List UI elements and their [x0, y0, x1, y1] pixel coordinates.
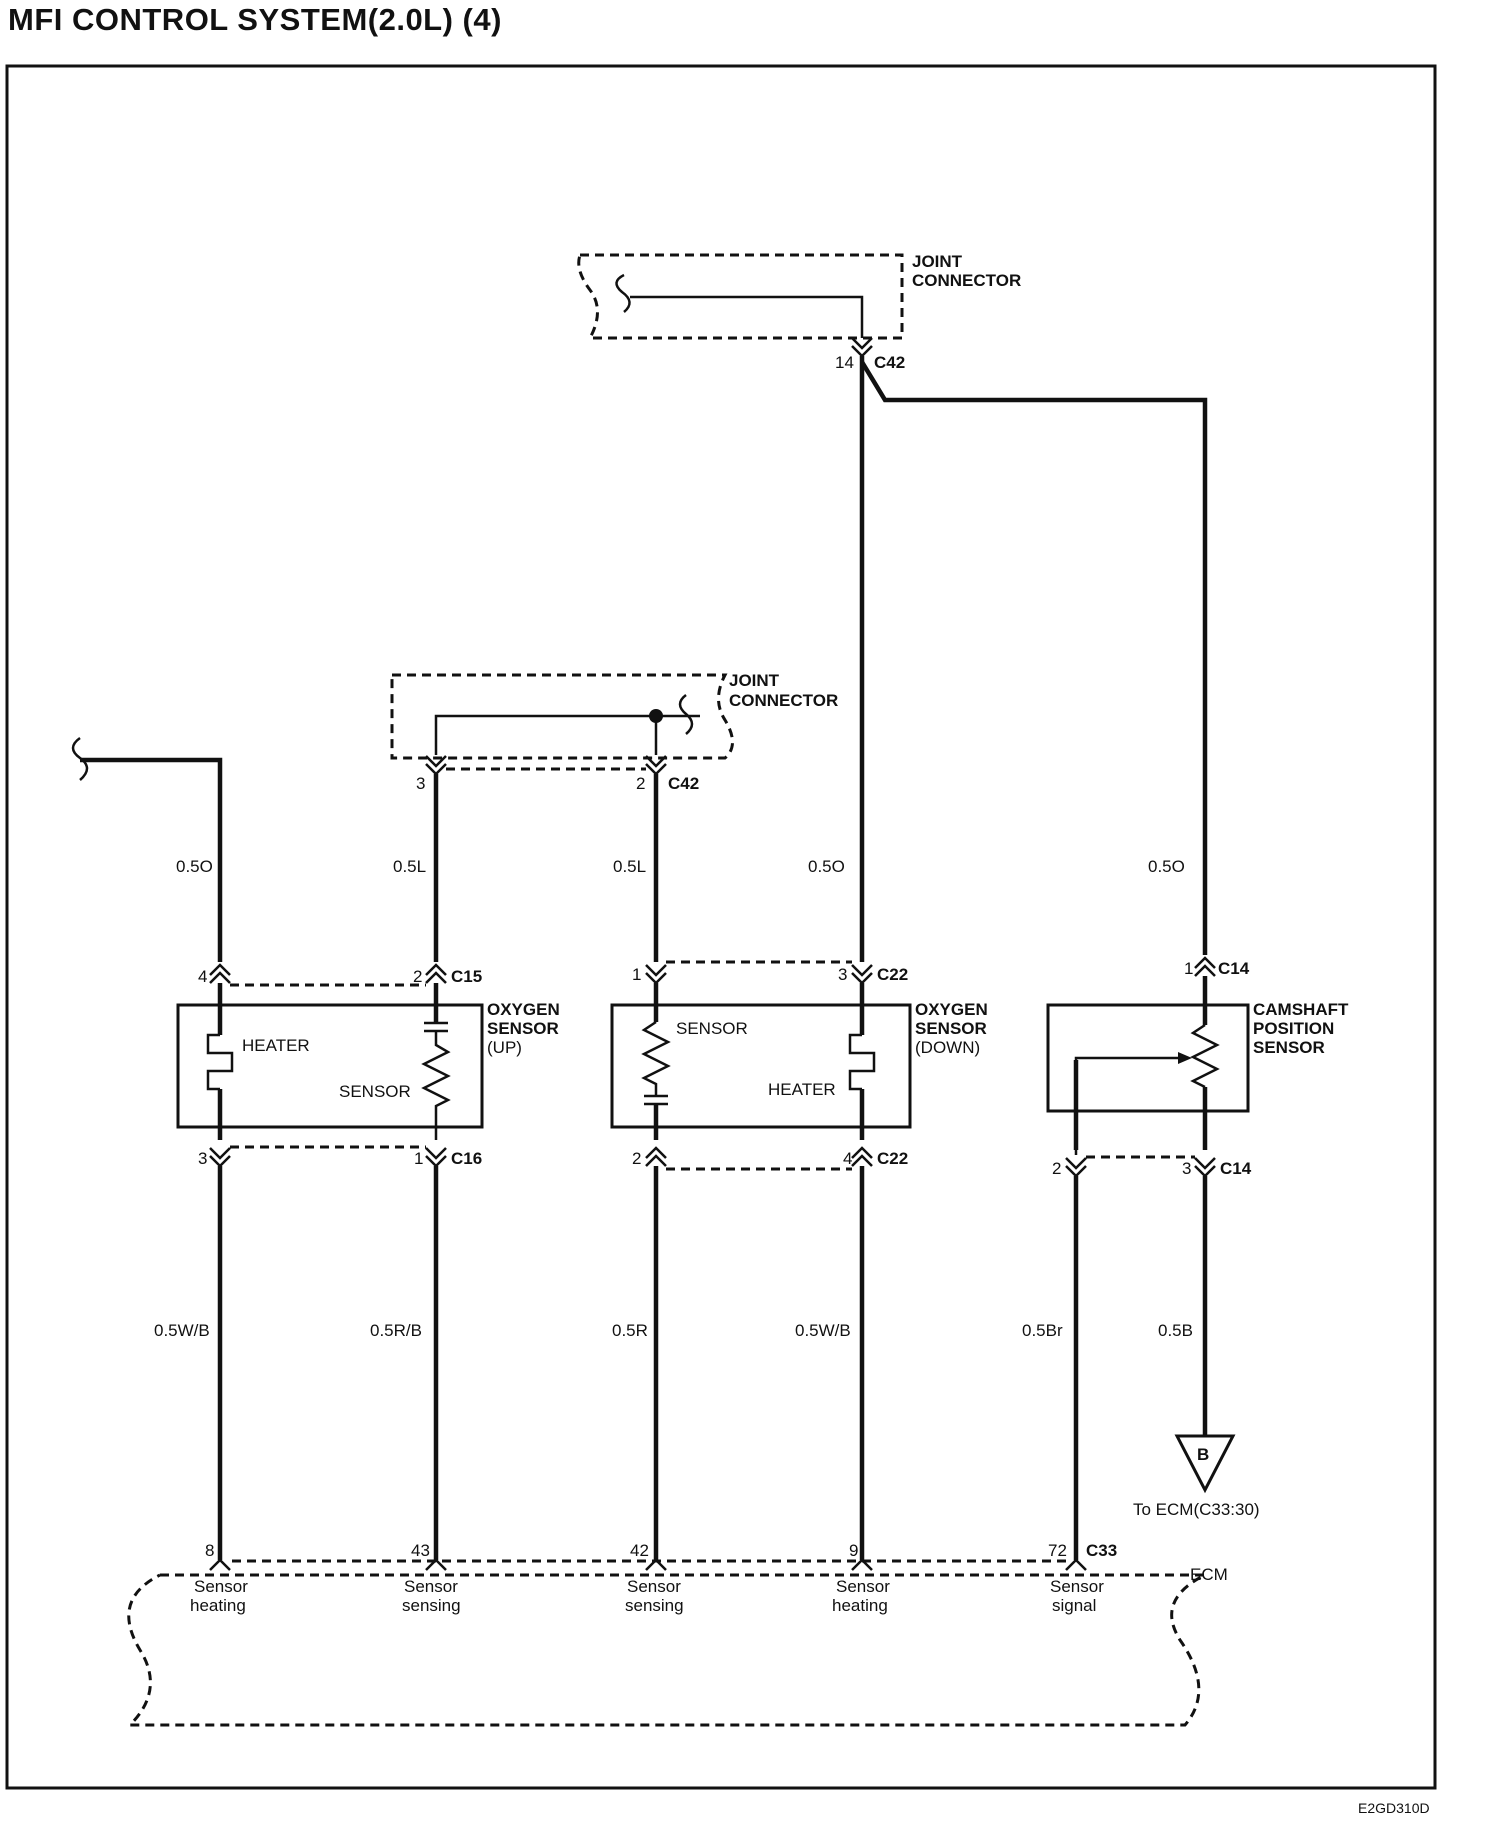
wire-label-lower-6: 0.5B [1158, 1321, 1193, 1340]
o2-up-top-pin-left: 4 [198, 967, 207, 986]
wire-label-lower-1: 0.5W/B [154, 1321, 210, 1340]
camshaft-position-sensor: 1 C14 CAMSHAFT POSITION SENSOR 2 3 C14 [1046, 956, 1349, 1178]
o2-down-label-1: OXYGEN [915, 1000, 988, 1019]
o2-up-label-1: OXYGEN [487, 1000, 560, 1019]
joint-connector-top-label-1: JOINT [912, 252, 963, 271]
o2-down-bottom-connector: C22 [877, 1149, 908, 1168]
joint-connector-mid: JOINT CONNECTOR 3 2 C42 [390, 671, 838, 793]
o2-down-bottom-pin-right: 4 [843, 1149, 852, 1168]
diagram-frame [5, 64, 1437, 1790]
o2-up-heater-label: HEATER [242, 1036, 310, 1055]
wire-label-upper-5: 0.5O [1148, 857, 1185, 876]
cam-top-connector: C14 [1218, 959, 1250, 978]
ecm-block: ECM 8 43 42 9 72 C33 Sensor heating Sens… [126, 1541, 1228, 1727]
wire-c42-to-camshaft [860, 360, 1208, 955]
wire-label-lower-2: 0.5R/B [370, 1321, 422, 1340]
o2-up-label-2: SENSOR [487, 1019, 559, 1038]
o2-down-top-connector: C22 [877, 965, 908, 984]
jc-top-pin: 14 [835, 353, 854, 372]
ecm-label: ECM [1190, 1565, 1228, 1584]
cam-bottom-pin-left: 2 [1052, 1159, 1061, 1178]
wire-label-upper-3: 0.5L [613, 857, 646, 876]
oxygen-sensor-up: 4 2 C15 HEATER SENSOR OXYGEN SENSOR (UP)… [176, 963, 560, 1168]
wire-label-lower-3: 0.5R [612, 1321, 648, 1340]
cam-top-pin: 1 [1184, 959, 1193, 978]
ecm-pin-4: 9 [849, 1541, 858, 1560]
ecm-pin-1: 8 [205, 1541, 214, 1560]
ecm-term-1-line1: Sensor [194, 1577, 248, 1596]
ecm-term-3-line2: sensing [625, 1596, 684, 1615]
oxygen-sensor-down: 1 3 C22 SENSOR HEATER OXYGEN SENSOR (DOW… [610, 960, 988, 1171]
wire-label-upper-1: 0.5O [176, 857, 213, 876]
ground-ref-caption: To ECM(C33:30) [1133, 1500, 1260, 1519]
ecm-connector: C33 [1086, 1541, 1117, 1560]
ground-ref-symbol: B [1197, 1445, 1209, 1464]
jc-mid-pin-right: 2 [636, 774, 645, 793]
wire-label-upper-4: 0.5O [808, 857, 845, 876]
ground-ref-b: B To ECM(C33:30) [1133, 1434, 1260, 1519]
cam-label-2: POSITION [1253, 1019, 1334, 1038]
o2-down-label-2: SENSOR [915, 1019, 987, 1038]
ecm-term-2-line2: sensing [402, 1596, 461, 1615]
wire-label-upper-2: 0.5L [393, 857, 426, 876]
ecm-term-4-line1: Sensor [836, 1577, 890, 1596]
o2-down-bottom-pin-left: 2 [632, 1149, 641, 1168]
o2-down-top-pin-left: 1 [632, 965, 641, 984]
page-title: MFI CONTROL SYSTEM(2.0L) (4) [8, 2, 502, 37]
jc-mid-pin-left: 3 [416, 774, 425, 793]
ecm-term-1-line2: heating [190, 1596, 246, 1615]
o2-up-top-pin-right: 2 [413, 967, 422, 986]
o2-down-label-3: (DOWN) [915, 1038, 980, 1057]
joint-connector-mid-label-2: CONNECTOR [729, 691, 838, 710]
o2-down-sensor-label: SENSOR [676, 1019, 748, 1038]
o2-up-bottom-pin-right: 1 [414, 1149, 423, 1168]
o2-down-top-pin-right: 3 [838, 965, 847, 984]
o2-up-bottom-pin-left: 3 [198, 1149, 207, 1168]
jc-mid-connector: C42 [668, 774, 699, 793]
cam-label-3: SENSOR [1253, 1038, 1325, 1057]
ecm-pin-3: 42 [630, 1541, 649, 1560]
joint-connector-mid-label-1: JOINT [729, 671, 780, 690]
ecm-term-2-line1: Sensor [404, 1577, 458, 1596]
joint-connector-top-label-2: CONNECTOR [912, 271, 1021, 290]
joint-connector-top: JOINT CONNECTOR 14 C42 [577, 252, 1021, 372]
cam-bottom-pin-right: 3 [1182, 1159, 1191, 1178]
wire-label-lower-5: 0.5Br [1022, 1321, 1063, 1340]
jc-top-connector: C42 [874, 353, 905, 372]
ecm-pin-5: 72 [1048, 1541, 1067, 1560]
cam-label-1: CAMSHAFT [1253, 1000, 1349, 1019]
wire-left-open [80, 757, 223, 962]
ecm-term-5-line2: signal [1052, 1596, 1096, 1615]
cam-bottom-connector: C14 [1220, 1159, 1252, 1178]
o2-down-heater-label: HEATER [768, 1080, 836, 1099]
o2-up-bottom-connector: C16 [451, 1149, 482, 1168]
o2-up-label-3: (UP) [487, 1038, 522, 1057]
ecm-term-5-line1: Sensor [1050, 1577, 1104, 1596]
wire-label-lower-4: 0.5W/B [795, 1321, 851, 1340]
figure-code: E2GD310D [1358, 1800, 1430, 1816]
ecm-term-3-line1: Sensor [627, 1577, 681, 1596]
o2-up-sensor-label: SENSOR [339, 1082, 411, 1101]
ecm-pin-2: 43 [411, 1541, 430, 1560]
ecm-term-4-line2: heating [832, 1596, 888, 1615]
o2-up-top-connector: C15 [451, 967, 482, 986]
